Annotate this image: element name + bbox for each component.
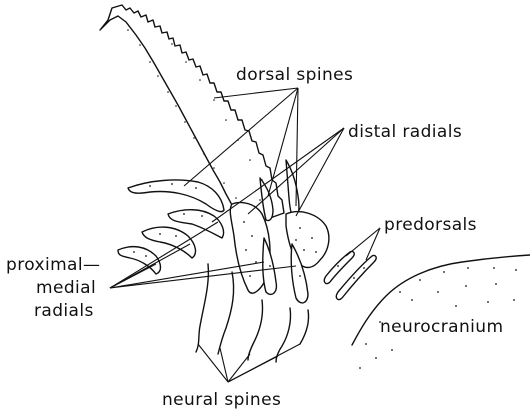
label-dorsal-spines: dorsal spines xyxy=(236,65,353,85)
proximal-medial-radial-1 xyxy=(128,180,224,212)
label-proximal-medial-radials-line2: medial xyxy=(36,278,96,298)
leader-lines-neural-spines xyxy=(198,344,300,382)
neural-spine-3 xyxy=(248,300,263,360)
label-predorsals: predorsals xyxy=(384,215,477,235)
neural-spine-5 xyxy=(300,310,309,344)
label-neurocranium: neurocranium xyxy=(380,317,503,337)
label-distal-radials: distal radials xyxy=(348,122,462,142)
neural-spine-4 xyxy=(276,308,291,362)
label-proximal-medial-radials-line3: radials xyxy=(34,301,94,321)
label-proximal-medial-radials-line1: proximal— xyxy=(6,255,100,275)
label-neural-spines: neural spines xyxy=(162,390,281,410)
neural-spine-2 xyxy=(218,272,234,354)
